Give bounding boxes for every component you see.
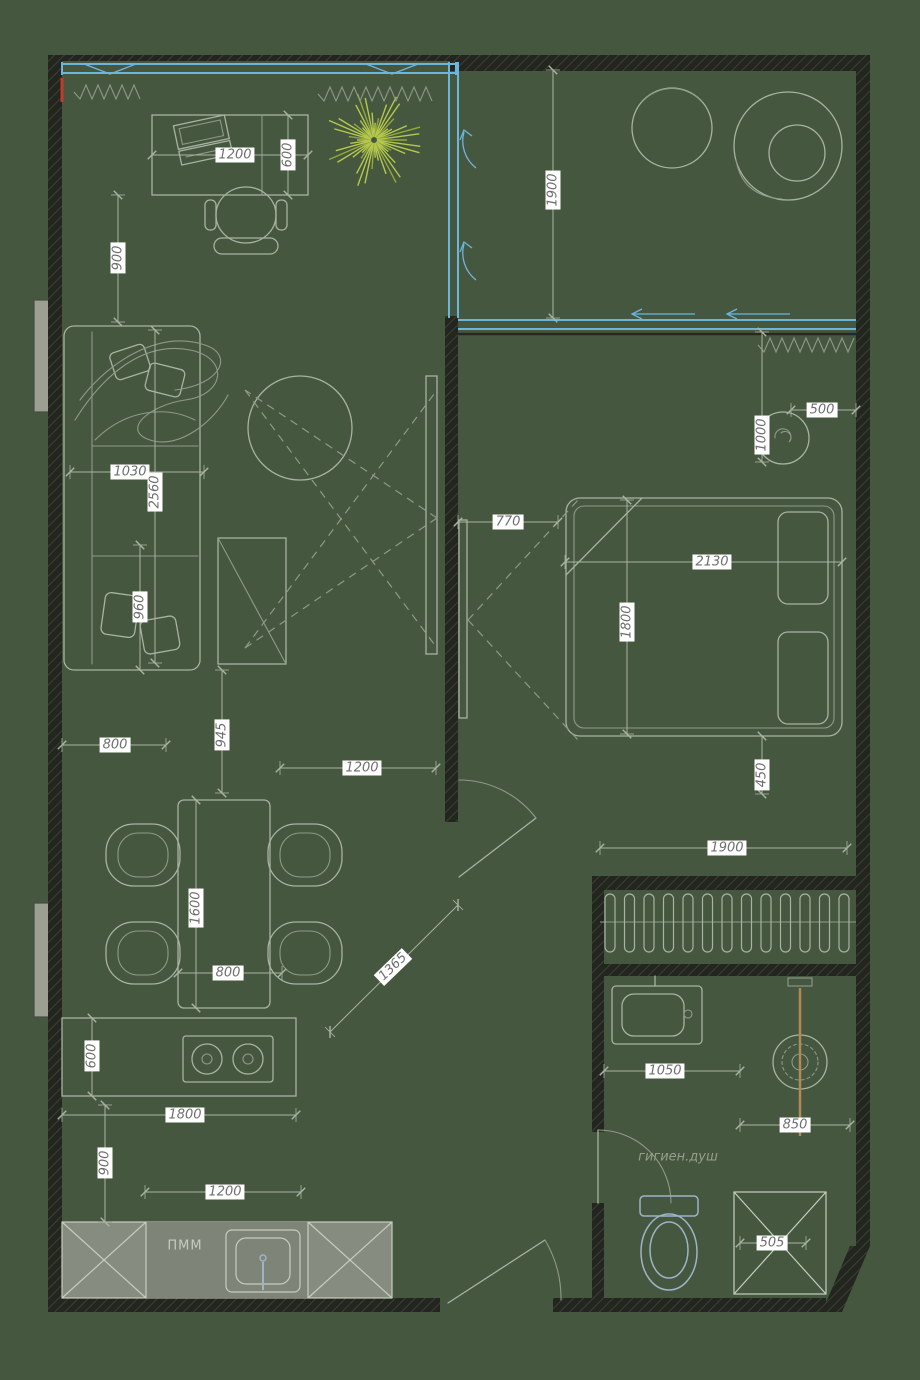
dimension-line bbox=[324, 898, 464, 1039]
dining-table-set bbox=[105, 799, 343, 1009]
office-chair bbox=[204, 186, 288, 255]
dimension-line bbox=[148, 325, 162, 668]
pillow bbox=[777, 511, 829, 605]
toilet bbox=[639, 1195, 699, 1291]
pillow bbox=[139, 615, 181, 655]
dining-chair bbox=[105, 823, 181, 887]
bathroom-door bbox=[597, 1129, 672, 1204]
cooktop bbox=[182, 1035, 274, 1083]
dimension-line bbox=[57, 1108, 301, 1122]
walls bbox=[48, 55, 870, 1312]
dimension-line bbox=[735, 1236, 811, 1250]
coffee-table bbox=[217, 537, 287, 665]
bed bbox=[565, 497, 843, 737]
dimension-line bbox=[65, 465, 209, 479]
door-swing-arrow bbox=[462, 243, 477, 281]
interior-wall-living-bedroom bbox=[445, 316, 458, 822]
loggia-pouf bbox=[631, 87, 713, 169]
wardrobe-hangers bbox=[600, 893, 856, 953]
bath-sink bbox=[611, 975, 703, 1045]
pillow bbox=[109, 343, 151, 381]
dimension-line bbox=[595, 841, 852, 855]
dimension-line bbox=[453, 515, 563, 529]
sofa bbox=[63, 325, 229, 671]
papasan-chair bbox=[733, 91, 843, 201]
tv-unit-bedroom bbox=[458, 519, 468, 719]
window-opening-mark bbox=[365, 63, 419, 75]
dimension-line bbox=[140, 1185, 306, 1199]
dimension-line bbox=[755, 731, 769, 799]
dimension-line bbox=[133, 540, 147, 675]
pillow bbox=[144, 362, 186, 398]
windows bbox=[61, 62, 856, 336]
kitchen-sink bbox=[225, 1229, 301, 1293]
dimension-line bbox=[546, 65, 560, 323]
corner-diagonal-wall bbox=[822, 1246, 870, 1312]
tv-unit-living bbox=[425, 375, 438, 655]
nightstand-plant bbox=[756, 411, 810, 465]
cabinet-cross bbox=[307, 1221, 393, 1299]
floor-drain bbox=[772, 977, 828, 1136]
furniture bbox=[61, 87, 856, 1304]
dimension-line bbox=[275, 761, 441, 775]
tv-cone-living bbox=[244, 389, 438, 649]
window-opening-mark bbox=[83, 63, 137, 75]
dimension-line bbox=[111, 190, 125, 327]
round-table bbox=[247, 375, 353, 481]
radiators bbox=[73, 83, 855, 354]
dimension-line bbox=[786, 403, 861, 417]
throw-blanket bbox=[74, 348, 229, 443]
laptop bbox=[172, 114, 234, 166]
dining-chair bbox=[105, 921, 181, 985]
dimension-line bbox=[755, 327, 769, 467]
dimension-line bbox=[85, 1013, 99, 1101]
dining-chair bbox=[267, 823, 343, 887]
dimension-line bbox=[57, 738, 171, 752]
pillow bbox=[777, 631, 829, 725]
door-swing-arrow bbox=[462, 131, 477, 169]
tv-cone-bedroom bbox=[467, 499, 579, 741]
kitchen-counter bbox=[61, 1221, 393, 1299]
dimension-line bbox=[735, 1118, 855, 1132]
entrance-door bbox=[447, 1239, 562, 1304]
plant bbox=[328, 93, 421, 186]
dining-chair bbox=[267, 921, 343, 985]
dimension-line bbox=[599, 1064, 745, 1078]
bedroom-door bbox=[458, 779, 537, 878]
dimension-line bbox=[560, 555, 847, 569]
dimension-line bbox=[620, 495, 634, 739]
kitchen-island bbox=[61, 1017, 297, 1097]
pillow bbox=[100, 591, 140, 639]
mixer-icon bbox=[787, 977, 813, 987]
dimension-line bbox=[98, 1100, 112, 1227]
dimension-line bbox=[189, 795, 203, 1013]
dimension-line bbox=[215, 665, 229, 798]
